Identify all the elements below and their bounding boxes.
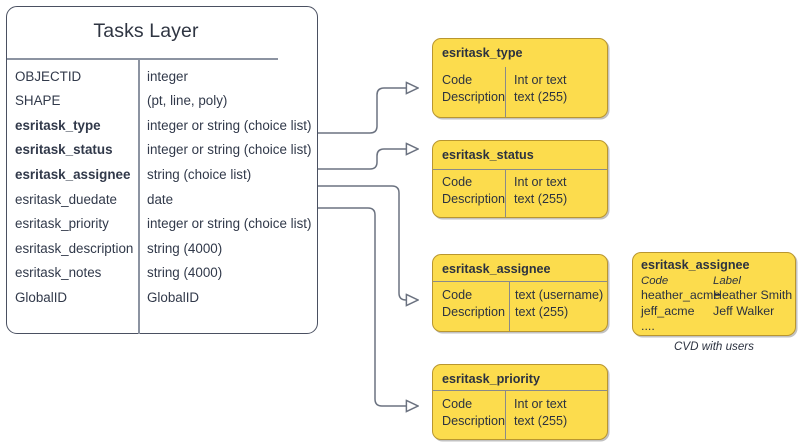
domain-box-title: esritask_type (442, 46, 523, 60)
domain-cell: Description (442, 305, 505, 319)
field-name: OBJECTID (15, 68, 82, 84)
entity-field-list: OBJECTID integer SHAPE (pt, line, poly) … (7, 64, 317, 309)
domain-box-esritask-status: esritask_status Code Description Int or … (432, 140, 608, 218)
field-type: integer or string (choice list) (147, 117, 312, 133)
domain-box-esritask-priority: esritask_priority Code Description Int o… (432, 364, 608, 440)
table-row: esritask_notes string (4000) (7, 260, 317, 285)
field-type: (pt, line, poly) (147, 93, 228, 109)
cvd-sample-box: esritask_assignee Code Label heather_acm… (632, 252, 796, 336)
table-row: SHAPE (pt, line, poly) (7, 89, 317, 114)
table-row: OBJECTID integer (7, 64, 317, 89)
table-row: esritask_description string (4000) (7, 236, 317, 261)
table-row: esritask_assignee string (choice list) (7, 162, 317, 187)
entity-title-divider (7, 58, 278, 60)
entity-column-divider (138, 59, 140, 334)
field-type: string (4000) (147, 265, 223, 281)
domain-box-column-divider (505, 169, 507, 217)
domain-box-title: esritask_assignee (442, 262, 551, 276)
domain-box-title-divider (433, 390, 607, 392)
domain-cell: text (username) (515, 288, 604, 302)
domain-cell: text (255) (514, 90, 568, 104)
table-row: esritask_duedate date (7, 187, 317, 212)
domain-box-title-divider (433, 169, 607, 171)
table-row: esritask_type integer or string (choice … (7, 113, 317, 138)
domain-box-title-divider (433, 281, 607, 283)
domain-cell: Int or text (514, 73, 567, 87)
field-name: esritask_description (15, 240, 134, 256)
field-name: GlobalID (15, 289, 68, 305)
table-row: GlobalID GlobalID (7, 285, 317, 310)
table-row: esritask_status integer or string (choic… (7, 138, 317, 163)
field-name: esritask_priority (15, 216, 109, 232)
domain-box-esritask-assignee: esritask_assignee Code Description text … (432, 254, 608, 332)
field-type: integer or string (choice list) (147, 216, 312, 232)
cvd-code: heather_acme (641, 288, 721, 302)
domain-cell: Description (442, 192, 505, 206)
cvd-header-code: Code (641, 275, 669, 287)
cvd-ellipsis-row: .... (641, 319, 793, 335)
cvd-label: Jeff Walker (713, 303, 775, 318)
domain-right-cells: Int or text text (255) (514, 174, 567, 208)
field-type: string (4000) (147, 240, 223, 256)
domain-right-cells: text (username) text (255) (515, 287, 603, 321)
cvd-caption: CVD with users (674, 340, 754, 353)
entity-tasks-layer: Tasks Layer OBJECTID integer SHAPE (pt, … (6, 6, 318, 334)
domain-cell: Description (442, 414, 505, 428)
cvd-grid: Code Label heather_acme Heather Smith je… (641, 274, 793, 335)
connector-status (318, 149, 418, 170)
cvd-label: Heather Smith (713, 288, 793, 302)
domain-box-title: esritask_priority (442, 372, 541, 386)
cvd-ellipsis: .... (641, 319, 655, 333)
domain-cell: Code (442, 397, 473, 411)
domain-cell: Int or text (514, 175, 567, 189)
domain-box-esritask-type: esritask_type Code Description Int or te… (432, 38, 608, 118)
domain-cell: Code (442, 288, 473, 302)
cvd-header-label: Label (713, 275, 741, 287)
connector-assignee (318, 185, 418, 300)
field-type: integer or string (choice list) (147, 142, 312, 158)
cvd-row: jeff_acme Jeff Walker (641, 304, 793, 320)
domain-left-cells: Code Description (442, 72, 505, 106)
domain-right-cells: Int or text text (255) (514, 72, 567, 106)
field-type: GlobalID (147, 289, 200, 305)
cvd-code: jeff_acme (641, 303, 695, 318)
domain-cell: Code (442, 73, 473, 87)
field-name: esritask_assignee (15, 166, 131, 182)
domain-box-column-divider (505, 67, 507, 117)
field-name: SHAPE (15, 93, 61, 109)
domain-box-title: esritask_status (442, 148, 534, 162)
entity-title: Tasks Layer (93, 20, 199, 42)
field-type: integer (147, 68, 188, 84)
cvd-header-row: Code Label (641, 274, 793, 288)
connector-priority (318, 207, 418, 406)
domain-box-column-divider (505, 390, 507, 439)
field-name: esritask_notes (15, 265, 102, 281)
cvd-row: heather_acme Heather Smith (641, 288, 793, 304)
cvd-title: esritask_assignee (641, 258, 750, 272)
domain-right-cells: Int or text text (255) (514, 396, 567, 430)
table-row: esritask_priority integer or string (cho… (7, 211, 317, 236)
field-type: string (choice list) (147, 166, 252, 182)
field-name: esritask_type (15, 117, 101, 133)
field-name: esritask_duedate (15, 191, 117, 207)
domain-box-column-divider (509, 281, 511, 331)
domain-left-cells: Code Description (442, 287, 505, 321)
domain-left-cells: Code Description (442, 174, 505, 208)
domain-cell: Int or text (514, 397, 567, 411)
domain-cell: text (255) (515, 305, 569, 319)
domain-left-cells: Code Description (442, 396, 505, 430)
field-name: esritask_status (15, 142, 113, 158)
domain-cell: text (255) (514, 414, 568, 428)
domain-cell: Code (442, 175, 473, 189)
domain-cell: text (255) (514, 192, 568, 206)
field-type: date (147, 191, 174, 207)
connector-type (318, 88, 418, 134)
domain-cell: Description (442, 90, 505, 104)
